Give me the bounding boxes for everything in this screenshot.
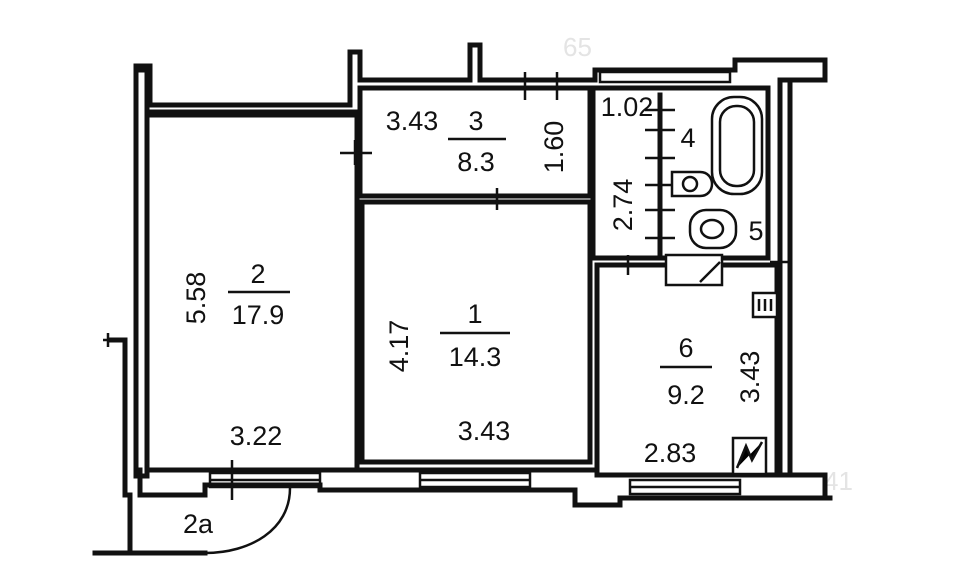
room4-number: 4 — [680, 123, 695, 153]
room3-box — [357, 85, 593, 199]
room2-width: 3.22 — [230, 421, 283, 451]
room6-number: 6 — [678, 333, 693, 363]
left-lower-wall — [107, 337, 128, 498]
room4-width: 1.02 — [601, 92, 654, 122]
dimension-ticks — [222, 72, 790, 500]
room4-length: 2.74 — [608, 179, 638, 232]
room3-width: 3.43 — [386, 106, 439, 136]
left-stub-mark — [103, 333, 115, 347]
room6-width: 2.83 — [644, 438, 697, 468]
wall-left-stub — [133, 63, 153, 108]
wall-right-outer — [777, 77, 828, 501]
ventilation-icon — [751, 291, 779, 319]
room2a-number: 2a — [183, 509, 214, 539]
room2-area: 17.9 — [232, 300, 285, 330]
room2-length: 5.58 — [181, 272, 211, 325]
watermark-top: 65 — [563, 32, 592, 62]
room6-length: 3.43 — [735, 351, 765, 404]
sink-icon — [664, 208, 738, 287]
walls — [92, 42, 833, 556]
wall-top — [144, 42, 828, 108]
room1-box — [359, 199, 593, 465]
wall-bottom — [137, 467, 833, 508]
balcony-outline — [92, 492, 208, 556]
room1-number: 1 — [467, 299, 482, 329]
room1-length: 4.17 — [384, 320, 414, 373]
room3-area: 8.3 — [457, 147, 495, 177]
watermark-right: 41 — [824, 466, 853, 496]
windows — [208, 70, 742, 496]
room3-length: 1.60 — [539, 121, 569, 174]
room1-width: 3.43 — [458, 416, 511, 446]
room3-number: 3 — [468, 106, 483, 136]
room6-area: 9.2 — [667, 380, 705, 410]
room2-number: 2 — [250, 259, 265, 289]
room1-area: 14.3 — [449, 342, 502, 372]
room5-number: 5 — [748, 216, 763, 246]
window-top — [598, 70, 732, 84]
balcony-door-arc — [204, 487, 292, 555]
stove-icon — [731, 436, 768, 476]
toilet-icon — [670, 170, 714, 198]
